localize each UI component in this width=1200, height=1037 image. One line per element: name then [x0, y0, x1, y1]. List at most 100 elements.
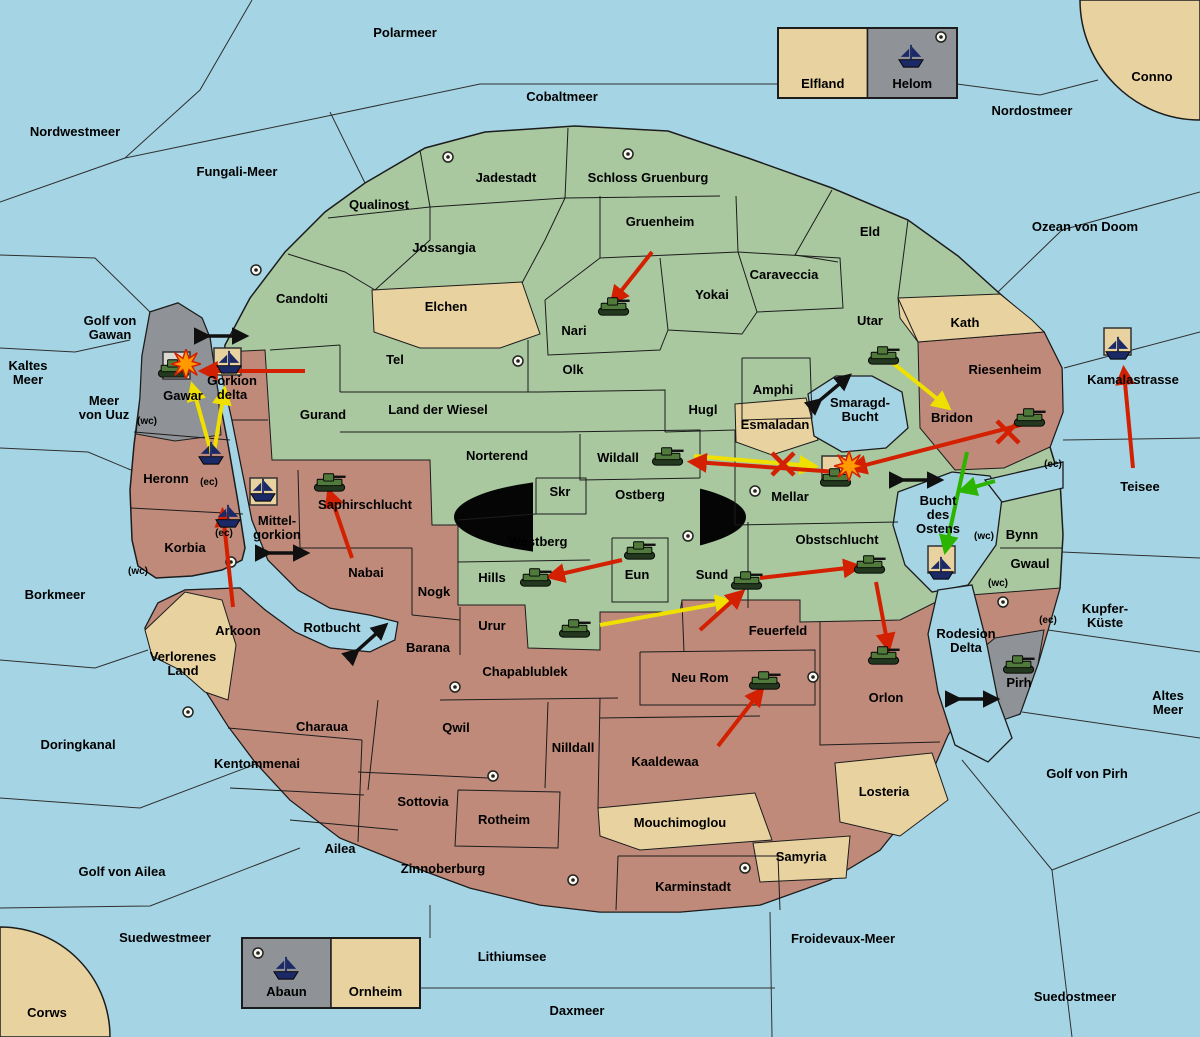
region-riesenheim-bridon-red[interactable] [917, 331, 1064, 471]
attack-arrow-red [716, 686, 765, 748]
map-label: Rotbucht [303, 620, 361, 635]
attack-arrow-red [609, 250, 654, 306]
map-label: Golf von Ailea [79, 864, 167, 879]
territory-border [618, 855, 781, 911]
map-label: Gurand [300, 407, 346, 422]
sea-border-line [0, 649, 149, 669]
map-label: Teisee [1120, 479, 1160, 494]
explosion-icon [834, 451, 864, 481]
territory-border [269, 344, 341, 351]
city-marker-center [186, 710, 190, 714]
city-marker-center [446, 155, 450, 159]
map-label: Jossangia [412, 240, 476, 255]
explosion-icon [171, 349, 201, 379]
sea-border-line [1021, 711, 1200, 739]
map-label: Kath [951, 315, 980, 330]
map-label: Mouchimoglou [634, 815, 726, 830]
attack-arrow-green [957, 476, 996, 497]
territory-border [794, 189, 839, 263]
attack-arrow-yellow [212, 384, 232, 453]
map-label: Caraveccia [750, 267, 819, 282]
connector-label: Helom [892, 76, 932, 91]
region-verlorenes-tan[interactable] [144, 591, 237, 701]
map-label: Westberg [509, 534, 568, 549]
attack-arrow-red [698, 589, 746, 632]
territory-border [521, 197, 566, 284]
connector-box-frame [241, 937, 421, 1009]
attack-arrow-red [544, 558, 623, 583]
territory-border [544, 299, 669, 356]
territory-border [741, 357, 813, 421]
connector-label: Ornheim [349, 984, 402, 999]
map-label: Schloss Gruenburg [588, 170, 709, 185]
map-label: Cobaltmeer [526, 89, 598, 104]
territory-border [579, 434, 701, 481]
map-label: Eld [860, 224, 880, 239]
region-kath-tan[interactable] [897, 293, 1046, 343]
region-red-south-region[interactable] [144, 349, 1061, 913]
region-losteria-tan[interactable] [834, 752, 949, 837]
attack-arrow-green [938, 451, 969, 556]
sea-border-line [1061, 551, 1200, 559]
pirh-strait [927, 584, 1013, 763]
map-label: Jadestadt [476, 170, 537, 185]
map-label: Polarmeer [373, 25, 437, 40]
territory-border [564, 127, 569, 199]
map-label: Borkmeer [25, 587, 86, 602]
map-label: Smaragd-Bucht [830, 395, 890, 424]
territory-border [599, 195, 739, 259]
map-label: Corws [27, 1005, 67, 1020]
map-label: Elchen [425, 299, 468, 314]
attack-arrow-red [847, 420, 1033, 475]
map-label: Esmaladan [741, 417, 810, 432]
map-label: (wc) [128, 566, 148, 577]
territory-border [419, 149, 431, 208]
territory-border [297, 469, 301, 549]
central-land-band [533, 473, 700, 561]
map-label: Urur [478, 618, 505, 633]
territory-border [659, 257, 758, 335]
territory-border [599, 715, 761, 719]
connector-territory-elfland[interactable] [777, 27, 869, 99]
map-label: Nilldall [552, 740, 595, 755]
attack-arrow-red [686, 452, 839, 474]
map-label: (wc) [974, 531, 994, 542]
map-label: Ozean von Doom [1032, 219, 1138, 234]
territory-border [367, 699, 379, 791]
attack-arrow-red [214, 506, 235, 608]
territory-border [897, 297, 919, 343]
conno-corner[interactable] [1079, 0, 1200, 121]
region-esmaladan-tan[interactable] [734, 397, 819, 456]
map-label: Qualinost [349, 197, 410, 212]
region-mouchimoglou-tan[interactable] [597, 792, 773, 851]
sea-border-line [124, 83, 778, 159]
map-label: Mittel-gorkion [253, 513, 301, 542]
map-label: Neu Rom [671, 670, 728, 685]
city-marker-center [571, 878, 575, 882]
connector-box-frame [777, 27, 958, 99]
map-label: Hugl [689, 402, 718, 417]
sea-border-line [997, 191, 1200, 293]
region-elchen-tan[interactable] [371, 281, 541, 349]
map-label: Barana [406, 640, 451, 655]
attack-arrow-yellow [186, 381, 213, 453]
territory-border [544, 257, 601, 301]
sea-border-line [0, 763, 257, 809]
sea-border-line [0, 254, 151, 313]
map-label: Obstschlucht [795, 532, 879, 547]
connector-label: Abaun [266, 984, 307, 999]
map-label: Korbia [164, 540, 206, 555]
city-marker-center [686, 534, 690, 538]
map-label: Nordwestmeer [30, 124, 120, 139]
sea-border-line [0, 447, 132, 471]
territory-border [289, 819, 399, 831]
region-samyria-tan[interactable] [752, 835, 851, 883]
territory-border [229, 787, 365, 796]
